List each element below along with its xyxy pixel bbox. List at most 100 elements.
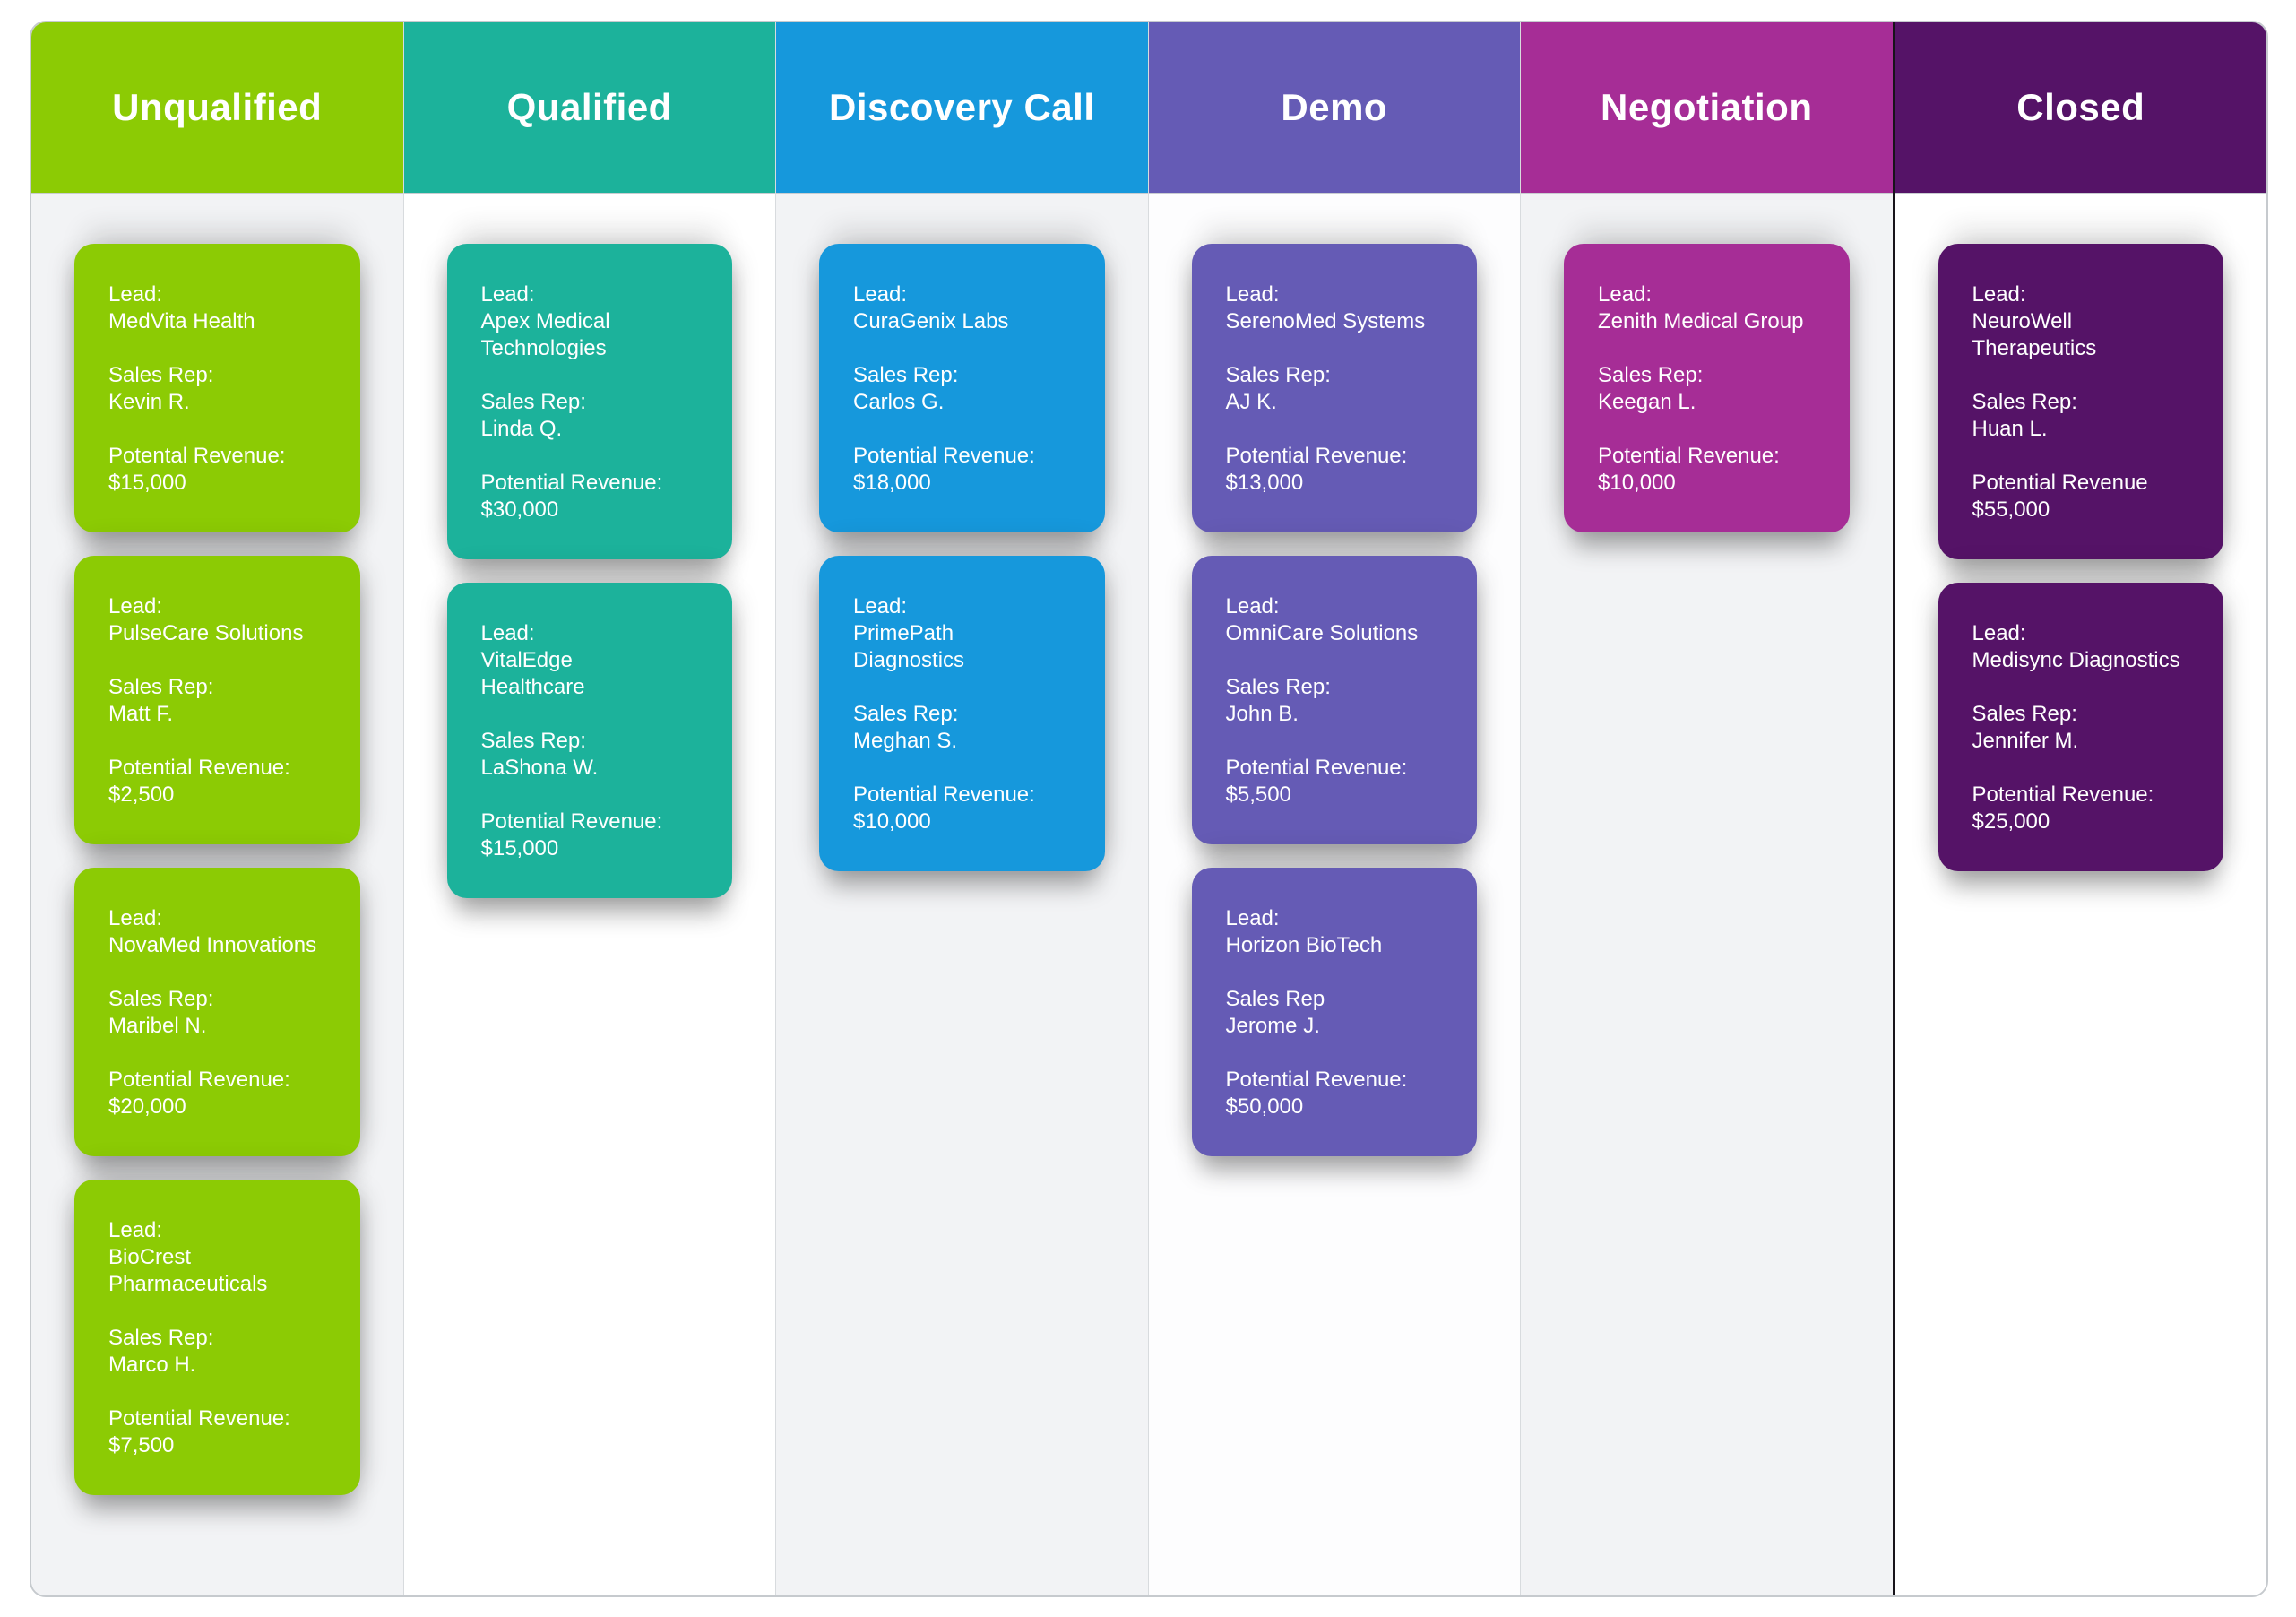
column-closed: Closed Lead: NeuroWell Therapeutics Sale… bbox=[1892, 22, 2266, 1595]
column-demo: Demo Lead: SerenoMed Systems Sales Rep: … bbox=[1148, 22, 1521, 1595]
lead-card[interactable]: Lead: CuraGenix Labs Sales Rep: Carlos G… bbox=[819, 244, 1105, 532]
revenue-value: $13,000 bbox=[1225, 471, 1304, 495]
column-body-unqualified: Lead: MedVita Health Sales Rep: Kevin R.… bbox=[31, 194, 403, 1595]
revenue-field: Potential Revenue $55,000 bbox=[1972, 470, 2190, 523]
sales-rep-field: Sales Rep: Marco H. bbox=[108, 1325, 326, 1379]
revenue-field: Potential Revenue: $10,000 bbox=[853, 782, 1071, 835]
lead-card[interactable]: Lead: NeuroWell Therapeutics Sales Rep: … bbox=[1938, 244, 2223, 559]
sales-rep-label: Sales Rep: bbox=[853, 363, 959, 387]
revenue-label: Potential Revenue: bbox=[853, 444, 1035, 468]
sales-rep-field: Sales Rep: Meghan S. bbox=[853, 701, 1071, 755]
lead-field: Lead: Horizon BioTech bbox=[1226, 905, 1444, 959]
revenue-field: Potental Revenue: $15,000 bbox=[108, 443, 326, 497]
revenue-label: Potental Revenue: bbox=[108, 444, 286, 468]
sales-rep-label: Sales Rep: bbox=[480, 390, 586, 414]
revenue-label: Potential Revenue: bbox=[1225, 756, 1408, 780]
sales-rep-value: Jerome J. bbox=[1225, 1014, 1320, 1038]
sales-rep-field: Sales Rep: Linda Q. bbox=[481, 389, 699, 443]
lead-label: Lead: bbox=[853, 282, 908, 307]
sales-rep-label: Sales Rep: bbox=[108, 987, 214, 1011]
lead-label: Lead: bbox=[853, 594, 908, 618]
lead-field: Lead: OmniCare Solutions bbox=[1226, 593, 1444, 647]
sales-rep-value: Linda Q. bbox=[480, 417, 563, 441]
sales-rep-value: Jennifer M. bbox=[1972, 729, 2079, 753]
lead-value: PulseCare Solutions bbox=[108, 621, 304, 645]
sales-rep-field: Sales Rep Jerome J. bbox=[1226, 986, 1444, 1040]
lead-card[interactable]: Lead: Medisync Diagnostics Sales Rep: Je… bbox=[1938, 583, 2223, 871]
lead-value: Horizon BioTech bbox=[1225, 933, 1383, 957]
column-header-qualified: Qualified bbox=[403, 22, 775, 194]
sales-rep-value: Kevin R. bbox=[108, 390, 190, 414]
sales-rep-value: Meghan S. bbox=[853, 729, 958, 753]
revenue-label: Potential Revenue: bbox=[1225, 444, 1408, 468]
lead-value: SerenoMed Systems bbox=[1225, 309, 1426, 333]
lead-label: Lead: bbox=[1972, 282, 2026, 307]
lead-card[interactable]: Lead: PrimePath Diagnostics Sales Rep: M… bbox=[819, 556, 1105, 871]
revenue-field: Potential Revenue: $20,000 bbox=[108, 1067, 326, 1120]
column-header-negotiation: Negotiation bbox=[1521, 22, 1893, 194]
column-body-closed: Lead: NeuroWell Therapeutics Sales Rep: … bbox=[1895, 194, 2266, 1595]
column-body-demo: Lead: SerenoMed Systems Sales Rep: AJ K.… bbox=[1148, 194, 1520, 1595]
sales-rep-field: Sales Rep: John B. bbox=[1226, 674, 1444, 728]
lead-label: Lead: bbox=[108, 906, 163, 930]
lead-card[interactable]: Lead: BioCrest Pharmaceuticals Sales Rep… bbox=[74, 1180, 360, 1495]
sales-rep-field: Sales Rep: Jennifer M. bbox=[1972, 701, 2190, 755]
lead-value: PrimePath Diagnostics bbox=[853, 621, 965, 672]
sales-rep-field: Sales Rep: Huan L. bbox=[1972, 389, 2190, 443]
lead-label: Lead: bbox=[108, 1218, 163, 1242]
sales-rep-field: Sales Rep: LaShona W. bbox=[481, 728, 699, 782]
revenue-label: Potential Revenue: bbox=[108, 756, 290, 780]
lead-card[interactable]: Lead: OmniCare Solutions Sales Rep: John… bbox=[1191, 556, 1477, 844]
lead-label: Lead: bbox=[1972, 621, 2026, 645]
revenue-field: Potential Revenue: $10,000 bbox=[1598, 443, 1816, 497]
lead-value: CuraGenix Labs bbox=[853, 309, 1009, 333]
sales-rep-label: Sales Rep: bbox=[480, 729, 586, 753]
revenue-label: Potential Revenue: bbox=[480, 809, 663, 834]
column-header-discovery-call: Discovery Call bbox=[776, 22, 1148, 194]
revenue-value: $2,500 bbox=[108, 783, 175, 807]
sales-rep-label: Sales Rep: bbox=[1972, 702, 2077, 726]
lead-card[interactable]: Lead: Horizon BioTech Sales Rep Jerome J… bbox=[1191, 868, 1477, 1156]
revenue-value: $55,000 bbox=[1972, 497, 2050, 522]
lead-card[interactable]: Lead: SerenoMed Systems Sales Rep: AJ K.… bbox=[1191, 244, 1477, 532]
lead-field: Lead: VitalEdge Healthcare bbox=[481, 620, 699, 701]
column-header-demo: Demo bbox=[1148, 22, 1520, 194]
revenue-value: $15,000 bbox=[480, 836, 559, 860]
lead-value: VitalEdge Healthcare bbox=[480, 648, 585, 699]
revenue-field: Potential Revenue: $7,500 bbox=[108, 1405, 326, 1459]
column-header-unqualified: Unqualified bbox=[31, 22, 403, 194]
lead-field: Lead: NeuroWell Therapeutics bbox=[1972, 281, 2190, 362]
column-header-closed: Closed bbox=[1895, 22, 2266, 194]
lead-card[interactable]: Lead: Apex Medical Technologies Sales Re… bbox=[446, 244, 732, 559]
sales-rep-value: Marco H. bbox=[108, 1353, 196, 1377]
lead-value: Medisync Diagnostics bbox=[1972, 648, 2180, 672]
sales-rep-label: Sales Rep: bbox=[1598, 363, 1704, 387]
sales-rep-label: Sales Rep: bbox=[853, 702, 959, 726]
revenue-label: Potential Revenue bbox=[1972, 471, 2148, 495]
revenue-value: $15,000 bbox=[108, 471, 186, 495]
lead-label: Lead: bbox=[480, 621, 535, 645]
revenue-field: Potential Revenue: $5,500 bbox=[1226, 755, 1444, 808]
revenue-label: Potential Revenue: bbox=[1598, 444, 1780, 468]
sales-rep-field: Sales Rep: Matt F. bbox=[108, 674, 326, 728]
lead-label: Lead: bbox=[480, 282, 535, 307]
column-title: Demo bbox=[1281, 86, 1388, 128]
sales-rep-label: Sales Rep: bbox=[1972, 390, 2077, 414]
column-title: Unqualified bbox=[112, 86, 323, 128]
revenue-value: $50,000 bbox=[1225, 1094, 1304, 1119]
lead-card[interactable]: Lead: PulseCare Solutions Sales Rep: Mat… bbox=[74, 556, 360, 844]
column-qualified: Qualified Lead: Apex Medical Technologie… bbox=[403, 22, 776, 1595]
sales-rep-label: Sales Rep bbox=[1225, 987, 1325, 1011]
sales-rep-field: Sales Rep: Keegan L. bbox=[1598, 362, 1816, 416]
lead-card[interactable]: Lead: NovaMed Innovations Sales Rep: Mar… bbox=[74, 868, 360, 1156]
lead-card[interactable]: Lead: VitalEdge Healthcare Sales Rep: La… bbox=[446, 583, 732, 898]
revenue-value: $20,000 bbox=[108, 1094, 186, 1119]
lead-field: Lead: MedVita Health bbox=[108, 281, 326, 335]
revenue-field: Potential Revenue: $13,000 bbox=[1226, 443, 1444, 497]
revenue-field: Potential Revenue: $18,000 bbox=[853, 443, 1071, 497]
revenue-label: Potential Revenue: bbox=[853, 783, 1035, 807]
lead-card[interactable]: Lead: MedVita Health Sales Rep: Kevin R.… bbox=[74, 244, 360, 532]
revenue-value: $10,000 bbox=[1598, 471, 1676, 495]
revenue-label: Potential Revenue: bbox=[1972, 783, 2154, 807]
lead-card[interactable]: Lead: Zenith Medical Group Sales Rep: Ke… bbox=[1564, 244, 1850, 532]
